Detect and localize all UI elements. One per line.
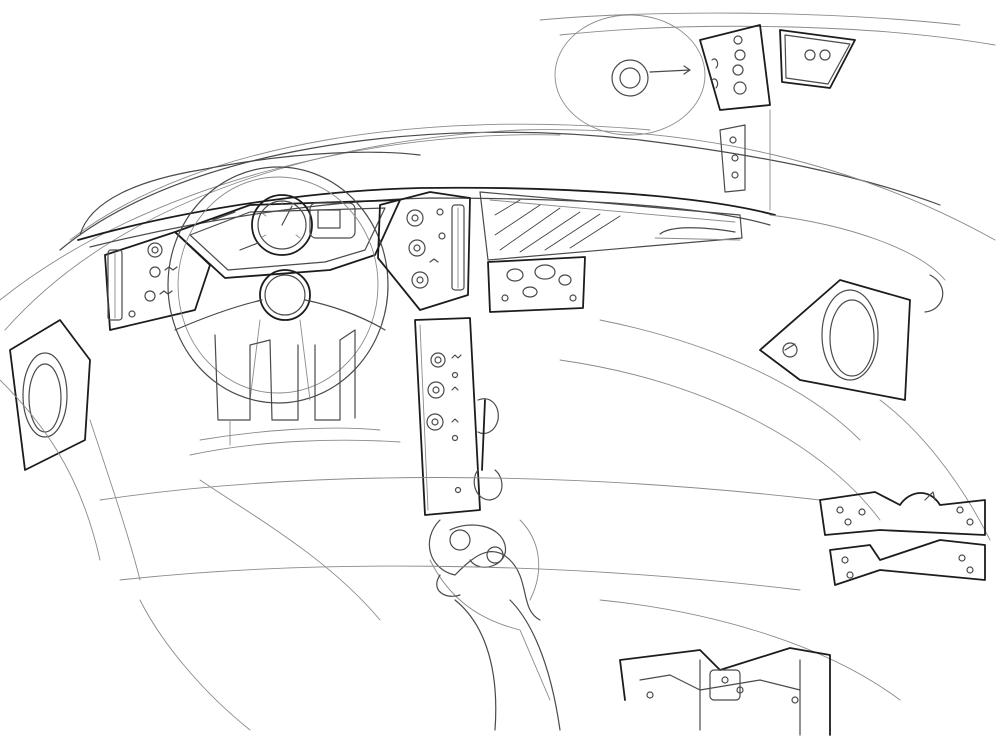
windshield-arcs (0, 12, 996, 331)
detail-sketch-bottom (619, 491, 986, 736)
floor-construction-lines (99, 319, 901, 731)
detail-sketch-top (554, 14, 856, 211)
instrument-cluster (174, 194, 401, 279)
pedal-box (189, 329, 401, 456)
right-air-vent (759, 279, 991, 541)
dashboard-top (77, 186, 946, 313)
passenger-glovebox-panel (487, 256, 586, 313)
left-switch-panel (104, 231, 211, 331)
center-upper-panel (377, 191, 471, 311)
steering-wheel (167, 166, 389, 404)
center-console (414, 317, 503, 516)
left-air-vent (0, 319, 141, 581)
tunnel-scribble (428, 519, 561, 731)
